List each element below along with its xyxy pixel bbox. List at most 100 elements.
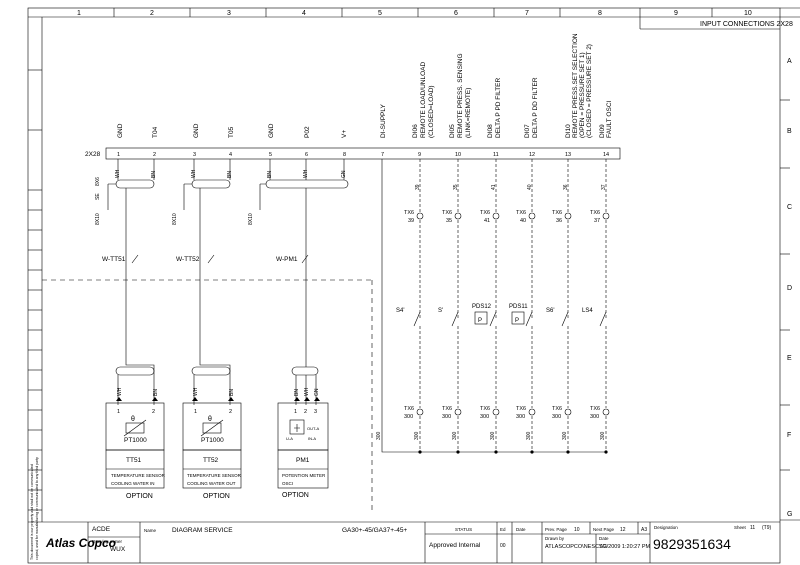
tx6-bot-1-num: 300 (404, 414, 413, 420)
signal-di10: DI10 (565, 124, 572, 138)
wire-40: 40 (527, 184, 533, 190)
atlas-copco-logo: Atlas Copco (45, 536, 116, 550)
col-7: 7 (525, 10, 529, 17)
row-f: F (787, 432, 791, 439)
pin-3: 3 (193, 152, 196, 158)
bus-300-2: 300 (452, 431, 458, 440)
tb-owner: WUX (110, 546, 126, 553)
pds12-p-label: P (478, 318, 482, 324)
row-a: A (787, 58, 792, 65)
tt52-color-wh: WH (191, 169, 197, 178)
tx6-bot-3: TX6 (480, 406, 490, 412)
signal-di05-desc-2: (LINK=REMOTE) (465, 88, 472, 138)
tx6-top-6-num: 37 (594, 218, 600, 224)
pm1-sensor-bn: BN (294, 389, 300, 396)
tb-ed: 00 (500, 543, 506, 549)
col-8: 8 (598, 10, 602, 17)
tt52-desc-2: COOLING WATER OUT (187, 481, 236, 486)
pm1-in2: U-A (286, 436, 293, 441)
signal-di07-desc: DELTA P DD FILTER (532, 77, 539, 138)
col-5: 5 (378, 10, 382, 17)
pm1-pin-2: 2 (304, 409, 307, 415)
junction-dots (116, 397, 608, 454)
signal-di-supply: DI-SUPPLY (380, 104, 387, 138)
tt52-theta: θ (208, 416, 212, 423)
margin-note-1: This document is our property and shall … (30, 464, 34, 560)
pm1-sensor-gn: GN (314, 388, 320, 396)
margin-note-2: copied, used for manufacturing or commun… (35, 457, 39, 560)
col-2: 2 (150, 10, 154, 17)
tx6-bot-5: TX6 (552, 406, 562, 412)
pin-11: 11 (493, 152, 499, 158)
row-e: E (787, 355, 792, 362)
tb-sheet: 11 (750, 525, 755, 531)
pm1-desc-2: OSCI (282, 481, 293, 486)
row-c: C (787, 204, 792, 211)
switch-pds12: PDS12 (472, 304, 492, 310)
shield-label-1: 8X6 (95, 177, 101, 186)
tt52-option: OPTION (203, 493, 230, 500)
tt51-pin-2: 2 (152, 409, 155, 415)
pm1-box (277, 402, 329, 451)
tt51-theta: θ (131, 416, 135, 423)
signal-p02: P02 (304, 126, 311, 138)
switch-pds11: PDS11 (509, 304, 528, 310)
pin-14: 14 (603, 152, 609, 158)
tb-date2: 7/2/2009 1:20:27 PM (599, 544, 650, 550)
signal-gnd-1: GND (117, 123, 124, 138)
bus-300-4: 300 (526, 431, 532, 440)
signal-di09-desc: FAULT OSCI (606, 100, 613, 138)
wire-41: 41 (491, 184, 497, 190)
top-title: INPUT CONNECTIONS 2X28 (700, 21, 793, 28)
shield-label-4: 8X10 (172, 213, 178, 225)
tx6-bot-4: TX6 (516, 406, 526, 412)
tx6-top-2: TX6 (442, 210, 452, 216)
tt51-id: TT51 (126, 457, 142, 464)
signal-di06: DI06 (412, 124, 419, 138)
pin-4: 4 (229, 152, 232, 158)
tb-ed-label: Ed (500, 527, 506, 532)
tx6-bot-1: TX6 (404, 406, 414, 412)
pm1-color-gn: GN (341, 170, 347, 178)
tt51-option: OPTION (126, 493, 153, 500)
tx6-top-2-num: 35 (446, 218, 452, 224)
pm1-pin-3: 3 (314, 409, 317, 415)
tt52-model: PT1000 (201, 437, 224, 444)
signal-di10-desc-2: (OPEN = PRESSURE SET 1) (579, 52, 586, 138)
pm1-sensor-wh: WH (304, 387, 310, 396)
tb-drawn-label: Drawn by (545, 536, 565, 541)
signal-di07: DI07 (524, 124, 531, 138)
tx6-bot-3-num: 300 (480, 414, 489, 420)
wire-39: 39 (415, 184, 421, 190)
signal-t04: T04 (152, 126, 159, 138)
signal-di05: DI05 (449, 124, 456, 138)
signal-di08: DI08 (487, 124, 494, 138)
signal-gnd-2: GND (193, 123, 200, 138)
signal-di09: DI09 (599, 124, 606, 138)
tb-status: Approved Internal (429, 542, 481, 549)
tt52-pin-2: 2 (229, 409, 232, 415)
col-3: 3 (227, 10, 231, 17)
tt51-sensor-wh: WH (117, 387, 123, 396)
tx6-top-1: TX6 (404, 210, 414, 216)
tb-designation: 9829351634 (653, 536, 731, 552)
switch-s6: S6' (546, 308, 554, 314)
bus-300-6: 300 (600, 431, 606, 440)
cable-w-pm1: W-PM1 (276, 256, 298, 263)
pm1-out: OUT-A (307, 426, 320, 431)
cable-w-tt52: W-TT52 (176, 256, 200, 263)
pm1-color-wh: WH (303, 169, 309, 178)
signal-di05-desc-1: REMOTE PRESS. SENSING (457, 53, 464, 138)
col-10: 10 (744, 10, 752, 17)
row-g: G (787, 511, 792, 518)
terminal-name: 2X28 (85, 151, 101, 158)
pin-1: 1 (117, 152, 120, 158)
pin-8: 8 (343, 152, 346, 158)
tx6-top-5: TX6 (552, 210, 562, 216)
signal-di06-desc-2: (CLOSED=LOAD) (428, 85, 435, 138)
tt51-pin-1: 1 (117, 409, 120, 415)
wire-37: 37 (601, 184, 607, 190)
shield-label-3: 8X10 (95, 213, 101, 225)
signal-gnd-3: GND (268, 123, 275, 138)
wire-36: 36 (563, 184, 569, 190)
